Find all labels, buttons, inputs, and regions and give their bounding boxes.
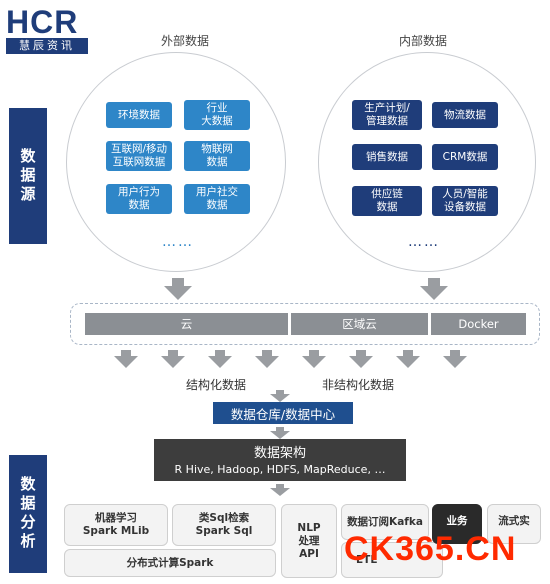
analysis-sql-box: 类Sql检索 Spark Sql [172, 504, 276, 546]
internal-more-dots: …… [408, 234, 440, 250]
cloud-segment-regional: 区域云 [291, 313, 428, 335]
external-item-behavior: 用户行为 数据 [106, 184, 172, 214]
internal-item-logistics: 物流数据 [432, 102, 498, 128]
arrow-down-icon [114, 350, 138, 368]
analysis-etl-box: ETL [341, 542, 443, 578]
architecture-title: 数据架构 [253, 446, 306, 461]
external-item-iot: 物联网 数据 [184, 141, 250, 171]
internal-item-crm: CRM数据 [432, 144, 498, 170]
cloud-segment-cloud: 云 [85, 313, 288, 335]
external-item-industry: 行业 大数据 [184, 100, 250, 130]
external-item-internet: 互联网/移动 互联网数据 [106, 141, 172, 171]
arrow-down-icon [443, 350, 467, 368]
external-data-title: 外部数据 [160, 34, 209, 48]
arrow-down-icon [161, 350, 185, 368]
structured-data-label: 结构化数据 [186, 378, 247, 392]
arrow-down-icon [302, 350, 326, 368]
side-label-analysis: 数据分析 [9, 455, 47, 573]
analysis-nlp-box: NLP 处理 API [281, 504, 337, 578]
arrow-down-icon [396, 350, 420, 368]
logo-subtitle: 慧辰资讯 [6, 38, 88, 54]
internal-data-title: 内部数据 [398, 34, 447, 48]
internal-item-sales: 销售数据 [352, 144, 422, 170]
analysis-business-box: 业务 [432, 504, 482, 544]
analysis-distributed-box: 分布式计算Spark [64, 549, 276, 577]
architecture-subtitle: R Hive, Hadoop, HDFS, MapReduce, … [174, 463, 386, 476]
cloud-segment-docker: Docker [431, 313, 526, 335]
arrow-down-icon [270, 427, 290, 439]
external-item-social: 用户社交 数据 [184, 184, 250, 214]
internal-item-supply-chain: 供应链 数据 [352, 186, 422, 216]
arrow-down-icon [164, 278, 192, 300]
unstructured-data-label: 非结构化数据 [322, 378, 395, 392]
arrow-down-icon [270, 390, 290, 402]
internal-item-personnel: 人员/智能 设备数据 [432, 186, 498, 216]
analysis-stream-box: 流式实 [487, 504, 541, 544]
analysis-ml-box: 机器学习 Spark MLib [64, 504, 168, 546]
arrow-down-icon [420, 278, 448, 300]
arrow-down-icon [349, 350, 373, 368]
side-label-source: 数据源 [9, 108, 47, 244]
watermark-text: CK365.CN [344, 530, 517, 568]
external-more-dots: …… [162, 234, 194, 250]
analysis-kafka-box: 数据订阅Kafka [341, 504, 429, 540]
internal-item-production: 生产计划/ 管理数据 [352, 100, 422, 130]
logo-text: HCR [6, 4, 79, 40]
external-item-env: 环境数据 [106, 102, 172, 128]
data-warehouse-box: 数据仓库/数据中心 [213, 402, 353, 424]
arrow-down-icon [208, 350, 232, 368]
cloud-frame [70, 303, 540, 345]
arrow-down-icon [270, 484, 290, 496]
data-architecture-box: 数据架构 R Hive, Hadoop, HDFS, MapReduce, … [154, 439, 406, 481]
arrow-down-icon [255, 350, 279, 368]
